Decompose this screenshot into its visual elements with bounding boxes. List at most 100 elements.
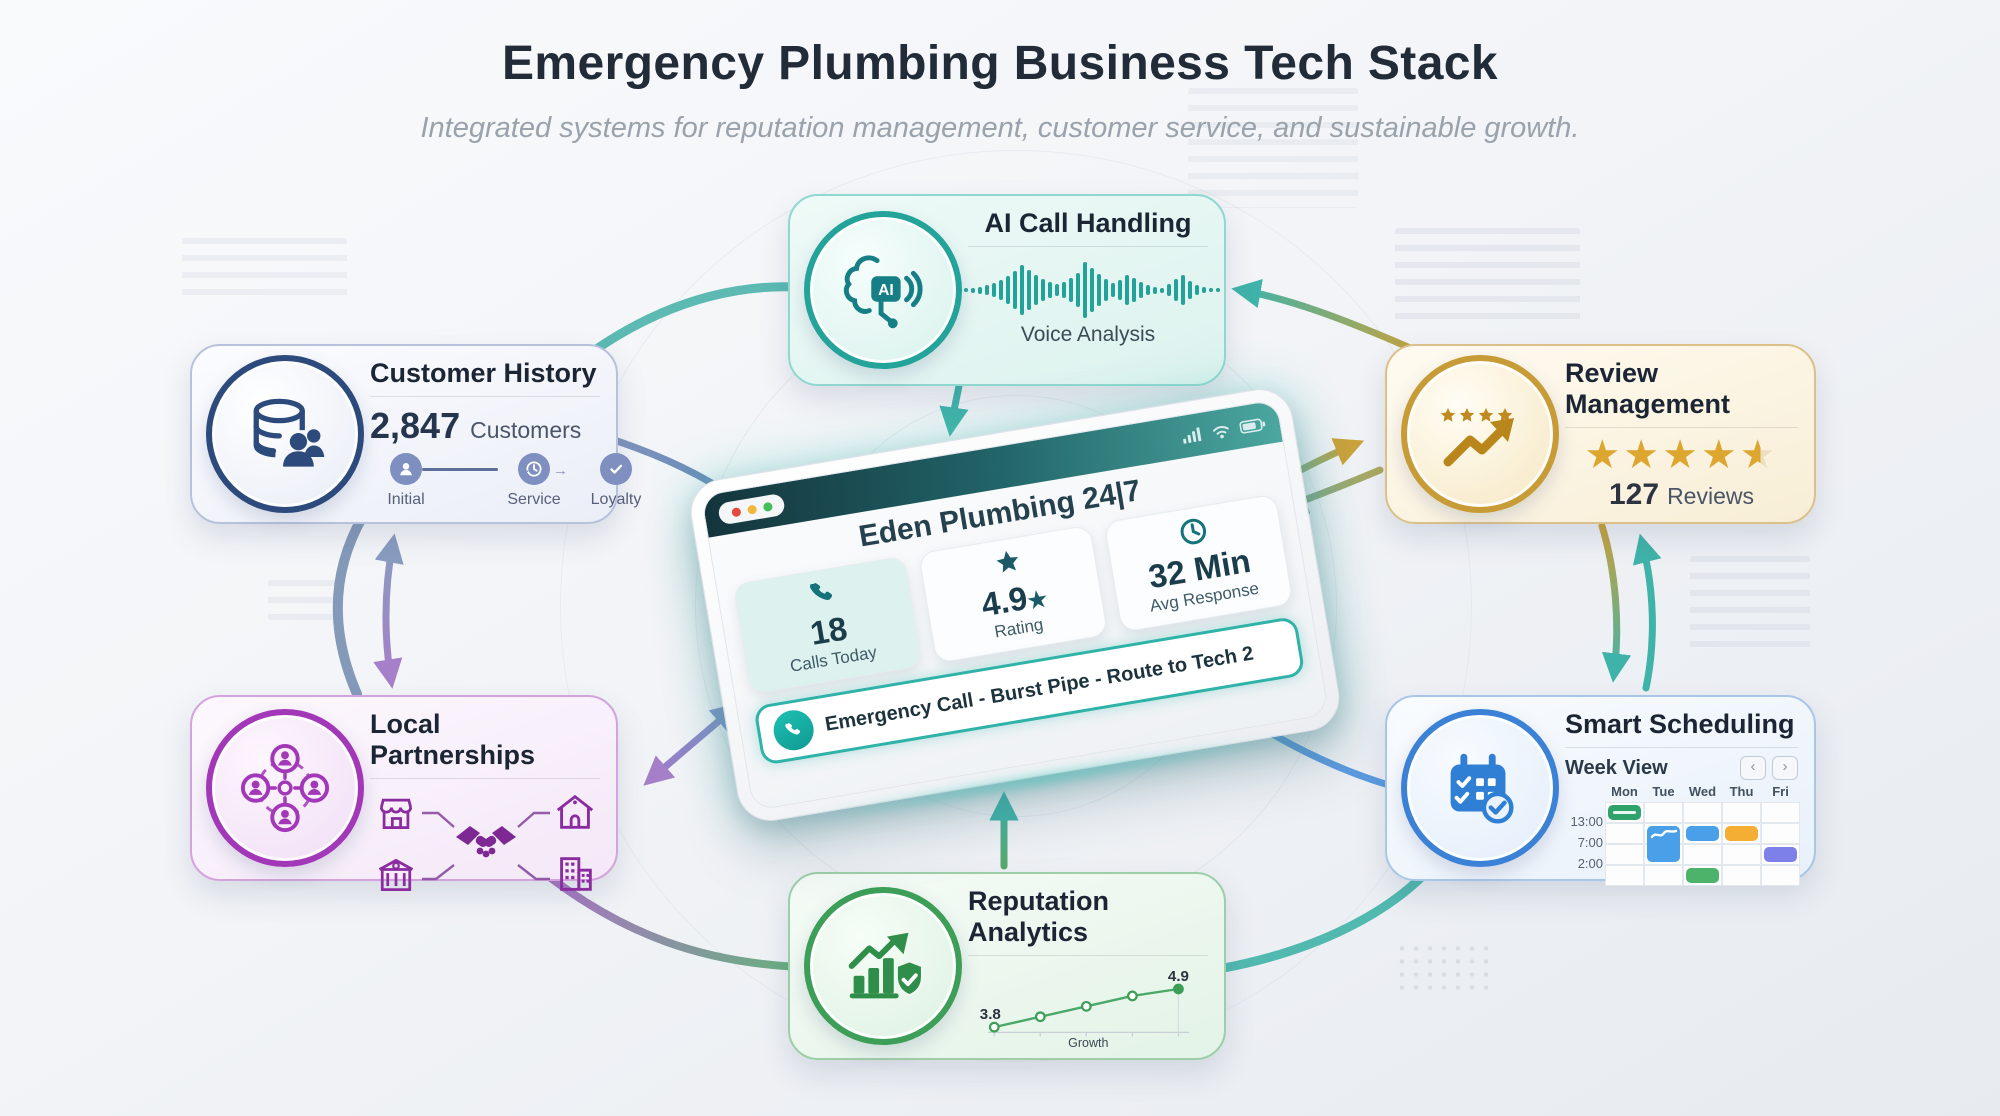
node-title: Customer History <box>370 358 597 388</box>
database-users-icon <box>206 355 364 513</box>
clock-icon <box>518 453 550 486</box>
journey-step: Loyalty <box>580 453 652 509</box>
star-icon: ★ <box>1700 433 1740 477</box>
review-count: 127 <box>1609 478 1660 511</box>
next-week-button[interactable]: › <box>1772 756 1798 781</box>
phone-icon <box>770 707 817 754</box>
page-subtitle: Integrated systems for reputation manage… <box>420 112 1580 144</box>
star-icon <box>996 550 1019 573</box>
star-icon: ★ <box>1739 433 1779 477</box>
day-header: Wed <box>1688 784 1717 800</box>
maximize-dot-icon <box>762 501 773 512</box>
waveform-caption: Voice Analysis <box>1020 323 1156 347</box>
star-icon: ★ <box>1662 433 1701 477</box>
schedule-cell <box>1683 844 1722 866</box>
chart-shield-icon <box>804 887 962 1045</box>
schedule-cell <box>1722 844 1761 866</box>
page-title: Emergency Plumbing Business Tech Stack <box>502 37 1498 90</box>
arrow-partners-tablet-two-way <box>643 702 741 786</box>
schedule-cell <box>1605 844 1644 866</box>
tablet-stats-row: 18 Calls Today 4.9★ Rating 32 Min Avg Re… <box>717 491 1310 698</box>
close-dot-icon <box>730 506 741 517</box>
node-title: Review Management <box>1565 358 1731 420</box>
ghost-text-block <box>1188 88 1358 208</box>
svg-text:AI: AI <box>878 282 894 299</box>
schedule-cell <box>1644 802 1683 824</box>
ring-arc-analytics-schedule <box>1219 859 1439 973</box>
bg-ring-outer <box>560 150 1472 1062</box>
arrow-schedule-to-review <box>1632 533 1662 692</box>
svg-text:Growth: Growth <box>1068 1036 1108 1048</box>
stars-trend-icon <box>1401 355 1559 513</box>
tablet-dashboard: Eden Plumbing 24|7 18 Calls Today 4.9★ R… <box>685 384 1345 826</box>
star-icon: ★ <box>1623 433 1663 477</box>
signal-icon <box>1183 427 1202 444</box>
rating-stars: ★★★★★ <box>1584 434 1778 476</box>
node-title: AI Call Handling <box>984 208 1192 238</box>
divider <box>370 778 600 780</box>
stat-card-response: 32 Min Avg Response <box>1103 493 1294 634</box>
tablet-screen: Eden Plumbing 24|7 18 Calls Today 4.9★ R… <box>700 399 1330 811</box>
schedule-event[interactable] <box>1725 826 1758 842</box>
office-building-icon <box>552 851 598 902</box>
ghost-text-block <box>182 238 347 304</box>
house-icon <box>552 789 598 840</box>
journey-line-solid <box>422 468 498 472</box>
schedule-event[interactable] <box>1608 805 1641 821</box>
stat-card-rating: 4.9★ Rating <box>918 524 1109 665</box>
ai-brain-icon: AI <box>804 211 962 369</box>
schedule-cell <box>1644 865 1683 887</box>
prev-week-button[interactable]: ‹ <box>1740 756 1766 781</box>
week-view-label: Week View <box>1565 756 1668 779</box>
phone-icon <box>810 583 833 600</box>
calendar-check-icon <box>1401 709 1559 867</box>
customer-count-label: Customers <box>470 417 582 444</box>
people-network-icon <box>206 709 364 867</box>
day-header: Tue <box>1652 784 1675 800</box>
check-icon <box>600 453 632 486</box>
star-icon: ★ <box>1584 433 1624 477</box>
partnership-links <box>422 811 550 881</box>
node-title: Smart Scheduling <box>1565 709 1795 739</box>
emergency-call-banner: Emergency Call - Burst Pipe - Route to T… <box>753 616 1306 767</box>
battery-icon <box>1239 418 1266 434</box>
journey-step: Service <box>498 453 570 509</box>
clock-icon <box>1180 518 1207 545</box>
schedule-event[interactable] <box>1686 826 1719 842</box>
node-ai-call-handling: AI AI Call Handling Voice Analysis <box>788 194 1226 386</box>
status-icons <box>1181 416 1266 445</box>
ghost-text-block <box>1690 556 1810 656</box>
node-title: Reputation Analytics <box>968 886 1109 948</box>
ghost-dots-block <box>1395 942 1491 994</box>
storefront-icon <box>374 791 418 840</box>
schedule-event[interactable] <box>1686 868 1719 884</box>
arrow-review-to-ai <box>1231 279 1428 358</box>
time-label: 2:00 <box>1577 856 1603 872</box>
schedule-cell <box>1761 823 1800 845</box>
divider <box>968 955 1208 956</box>
node-review-management: Review Management ★★★★★ 127 Reviews <box>1385 344 1816 524</box>
arrow-customer-partners-two-way <box>373 533 404 689</box>
window-traffic-lights <box>717 492 786 526</box>
handshake-icon <box>454 817 518 878</box>
stat-card-calls: 18 Calls Today <box>732 555 923 696</box>
node-title: Local Partnerships <box>370 709 536 771</box>
day-header: Mon <box>1611 784 1638 800</box>
schedule-cell <box>1683 802 1722 824</box>
arrow-ai-to-tablet <box>939 382 969 437</box>
schedule-cell <box>1605 823 1644 845</box>
voice-waveform <box>956 259 1220 321</box>
journey-line-dotted: ·····→ <box>518 462 570 477</box>
customer-count: 2,847 <box>370 405 461 447</box>
schedule-event[interactable] <box>1764 847 1797 863</box>
schedule-cell <box>1722 865 1761 887</box>
svg-text:3.8: 3.8 <box>980 1006 1001 1023</box>
ring-arc-left <box>332 511 368 699</box>
schedule-event[interactable] <box>1647 826 1680 863</box>
tablet-header-bar <box>701 400 1283 538</box>
ring-arc-partners-analytics <box>539 868 806 971</box>
divider <box>370 396 600 398</box>
bank-icon <box>374 853 418 902</box>
